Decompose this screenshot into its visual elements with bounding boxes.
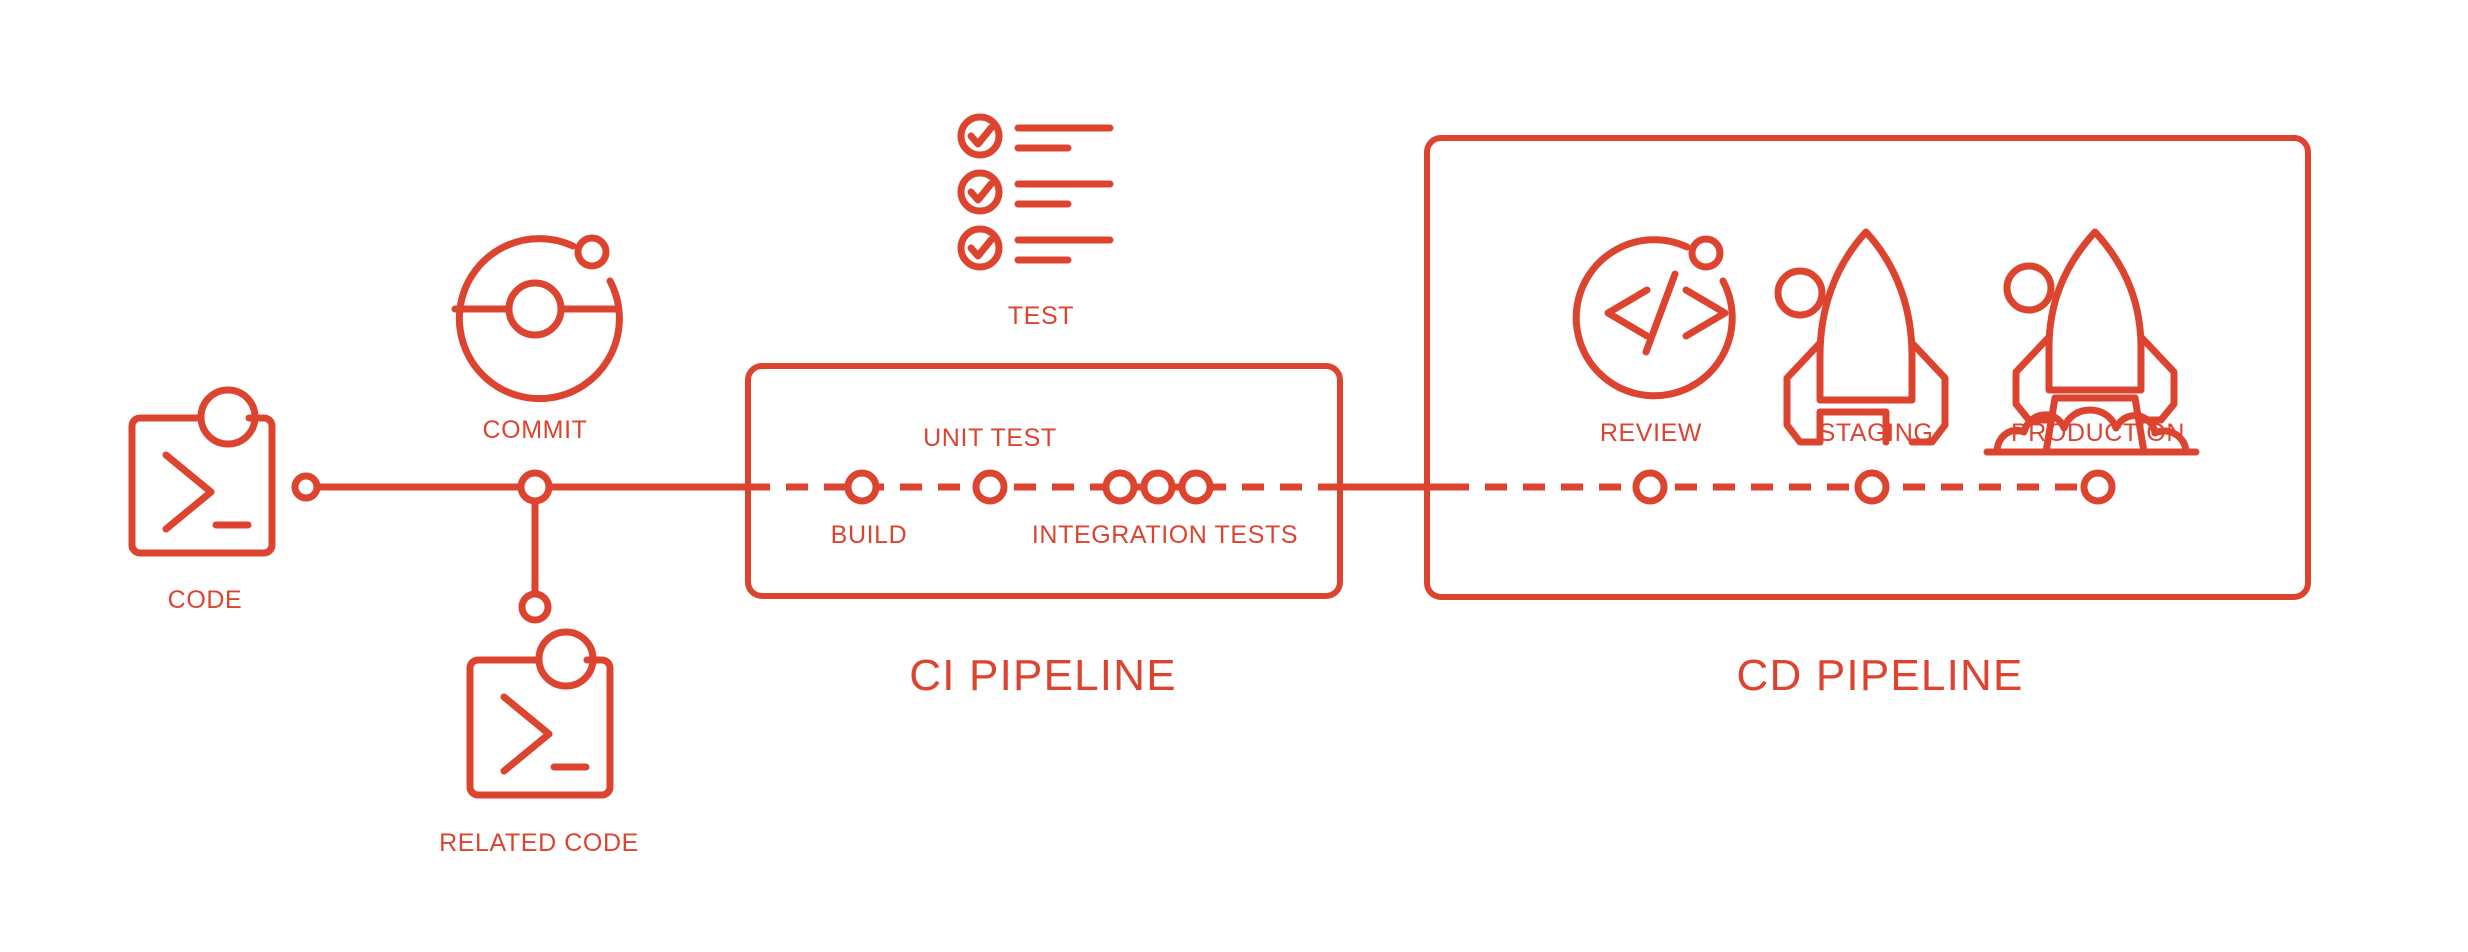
- checklist-circle-1: [957, 113, 1003, 159]
- code-icon-chevron: [162, 451, 215, 533]
- review-icon-bracket-left: [1604, 286, 1651, 340]
- review-icon-bracket-right: [1682, 286, 1729, 340]
- commit-orbit-icon[interactable]: [451, 234, 623, 403]
- checklist-icon[interactable]: [957, 113, 1114, 271]
- ci-pipeline-box: [745, 363, 1343, 599]
- node-dot-start[interactable]: [291, 472, 321, 502]
- node-dot-unit-test[interactable]: [972, 469, 1008, 505]
- terminal-code-icon[interactable]: [128, 386, 276, 557]
- checklist-check-2: [967, 180, 995, 204]
- test-label: TEST: [1008, 302, 1074, 330]
- cd-pipeline-title: CD PIPELINE: [1736, 651, 2023, 700]
- node-dot-review[interactable]: [1632, 469, 1668, 505]
- review-label: REVIEW: [1600, 419, 1702, 447]
- rocket-porthole: [1774, 267, 1826, 319]
- unit-test-label: UNIT TEST: [923, 424, 1057, 452]
- related-code-icon[interactable]: [466, 628, 614, 799]
- node-dot-staging[interactable]: [1854, 469, 1890, 505]
- integration-tests-label: INTEGRATION TESTS: [1032, 521, 1298, 549]
- build-label: BUILD: [831, 521, 908, 549]
- node-dot-production[interactable]: [2080, 469, 2116, 505]
- commit-icon-core: [505, 279, 565, 339]
- staging-label: STAGING: [1819, 419, 1934, 447]
- node-dot-integration-test-3[interactable]: [1178, 469, 1214, 505]
- code-icon-bubble: [197, 386, 259, 448]
- checklist-circle-2: [957, 169, 1003, 215]
- checklist-check-1: [967, 124, 995, 148]
- commit-icon-orbit-dot: [574, 234, 610, 270]
- related-code-icon-bubble: [535, 628, 597, 690]
- rocket-launch-icon[interactable]: [1983, 228, 2200, 456]
- rocket-icon[interactable]: [1774, 228, 1949, 446]
- node-dot-build[interactable]: [844, 469, 880, 505]
- checklist-circle-3: [957, 225, 1003, 271]
- node-dot-integration-test-2[interactable]: [1140, 469, 1176, 505]
- production-label: PRODUCTION: [2011, 419, 2185, 447]
- related-code-label: RELATED CODE: [439, 829, 639, 857]
- code-brackets-circle-icon[interactable]: [1572, 235, 1736, 400]
- related-code-icon-chevron: [500, 693, 553, 775]
- commit-label: COMMIT: [483, 416, 588, 444]
- node-dot-integration-test-1[interactable]: [1102, 469, 1138, 505]
- node-dot-commit[interactable]: [517, 469, 553, 505]
- cd-pipeline-box: [1424, 135, 2311, 600]
- rocket-launch-porthole: [2003, 262, 2055, 314]
- review-icon-slash: [1642, 270, 1679, 356]
- ci-pipeline-title: CI PIPELINE: [909, 651, 1177, 700]
- node-dot-related-code[interactable]: [518, 590, 552, 624]
- checklist-check-3: [967, 236, 995, 260]
- review-icon-orbit-dot: [1688, 235, 1724, 271]
- code-label: CODE: [168, 586, 243, 614]
